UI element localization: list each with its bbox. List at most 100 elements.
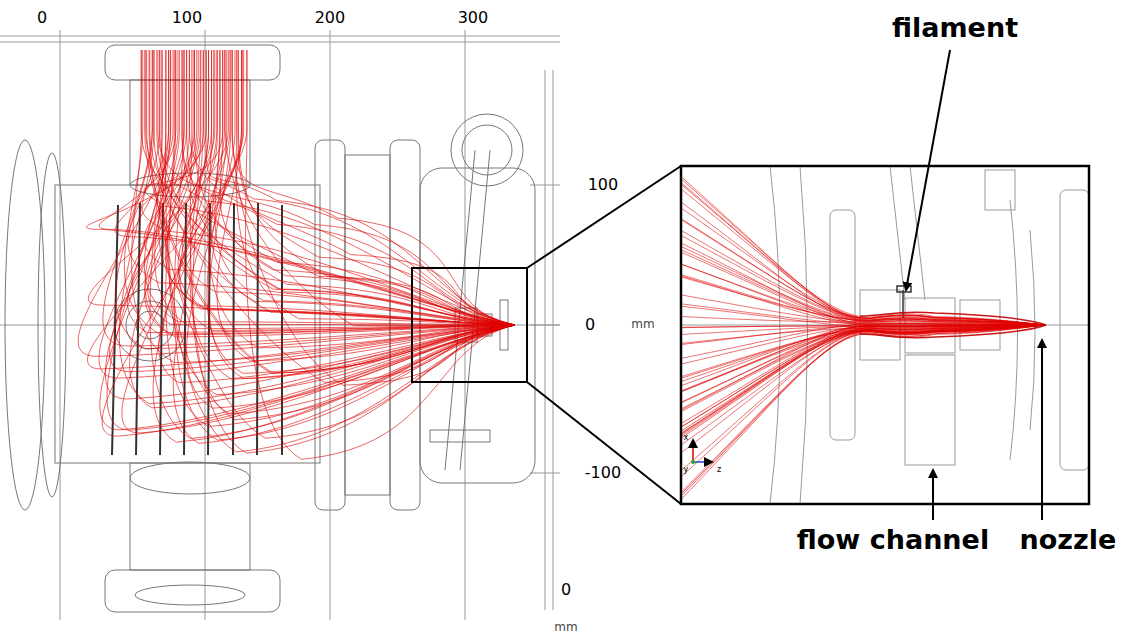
axis-tick: 200 (315, 9, 346, 27)
streamline (238, 50, 515, 325)
axis-grid (0, 30, 560, 620)
streamline (236, 50, 515, 325)
streamline (682, 325, 1045, 434)
axis-triad-label: y (684, 466, 689, 475)
streamline (78, 50, 515, 356)
callout-label: filament (892, 13, 1018, 43)
gas-streamlines (78, 50, 515, 459)
streamline (105, 50, 515, 399)
streamline (682, 325, 1045, 382)
streamline (132, 50, 515, 363)
streamline (124, 50, 515, 335)
streamline (99, 50, 515, 325)
inset-view (682, 167, 1088, 503)
streamline (141, 50, 515, 325)
streamline (682, 264, 1045, 325)
streamline (682, 325, 1045, 403)
streamline (682, 325, 1045, 424)
zoom-indicator (412, 166, 681, 504)
streamline (107, 50, 515, 430)
streamline (682, 325, 1045, 386)
streamline (157, 50, 515, 325)
streamline (682, 202, 1045, 325)
streamline (682, 184, 1045, 325)
streamline (682, 219, 1045, 325)
streamline (145, 50, 515, 334)
streamline (232, 50, 515, 385)
flow-envelope (860, 325, 1046, 338)
streamline (682, 325, 1045, 500)
streamline (682, 230, 1045, 325)
axis-tick: 100 (588, 176, 619, 194)
streamline (682, 325, 1045, 378)
streamline (128, 50, 515, 333)
streamline (682, 325, 1045, 494)
streamline (682, 325, 1045, 496)
streamline (682, 325, 1045, 477)
streamline (88, 50, 515, 369)
streamline (86, 50, 515, 325)
axis-tick: 0 (561, 581, 571, 599)
streamline (142, 50, 515, 325)
streamline (182, 50, 515, 325)
streamline (682, 325, 1045, 427)
streamline (682, 235, 1045, 325)
streamline (682, 179, 1045, 325)
streamline (217, 50, 515, 361)
axis-tick: 100 (172, 9, 203, 27)
streamline (162, 50, 515, 452)
streamline (682, 325, 1045, 431)
streamline (682, 325, 1045, 433)
streamline (100, 50, 515, 430)
streamline (88, 50, 515, 325)
streamline (682, 252, 1045, 325)
streamline (682, 325, 1045, 427)
leader-arrows (906, 50, 1042, 520)
streamline (682, 325, 1045, 435)
streamline (682, 208, 1045, 325)
streamline (130, 50, 515, 408)
streamline (682, 325, 1045, 445)
streamline (682, 325, 1045, 436)
streamline (225, 50, 515, 326)
streamline (187, 50, 515, 325)
streamline (232, 50, 515, 325)
streamline (682, 220, 1045, 326)
streamline (682, 264, 1045, 325)
vacuum-chamber (5, 45, 535, 612)
streamline (682, 177, 1045, 325)
streamline (102, 50, 515, 436)
flow-envelope (860, 312, 1046, 325)
streamline (154, 50, 515, 325)
axis-tick: 300 (458, 9, 489, 27)
axis-tick: 0 (37, 9, 47, 27)
streamline (682, 325, 1045, 402)
streamline (165, 50, 515, 325)
axis-unit: mm (554, 621, 577, 634)
axis-triad-label: x (684, 434, 689, 443)
streamline (682, 325, 1045, 410)
axis-tick: 0 (585, 316, 595, 334)
streamline (193, 50, 515, 420)
streamline (159, 50, 515, 325)
streamline (166, 50, 515, 414)
streamline (119, 50, 515, 404)
streamline (187, 50, 515, 408)
streamline (682, 306, 1045, 327)
streamline (682, 183, 1045, 325)
axis-unit: mm (631, 318, 654, 331)
streamline (211, 50, 515, 325)
axis-triad-label: z (717, 466, 721, 475)
callout-label: flow channel (797, 525, 989, 555)
streamline (173, 50, 515, 443)
streamline (682, 325, 1045, 492)
inset-frame (681, 166, 1089, 504)
callout-label: nozzle (1020, 525, 1117, 555)
streamline (682, 325, 1045, 453)
streamline (682, 250, 1045, 325)
streamline (682, 325, 1045, 471)
axis-tick: -100 (585, 464, 621, 482)
streamline (682, 189, 1045, 325)
streamline (159, 50, 515, 383)
streamline (195, 50, 516, 325)
